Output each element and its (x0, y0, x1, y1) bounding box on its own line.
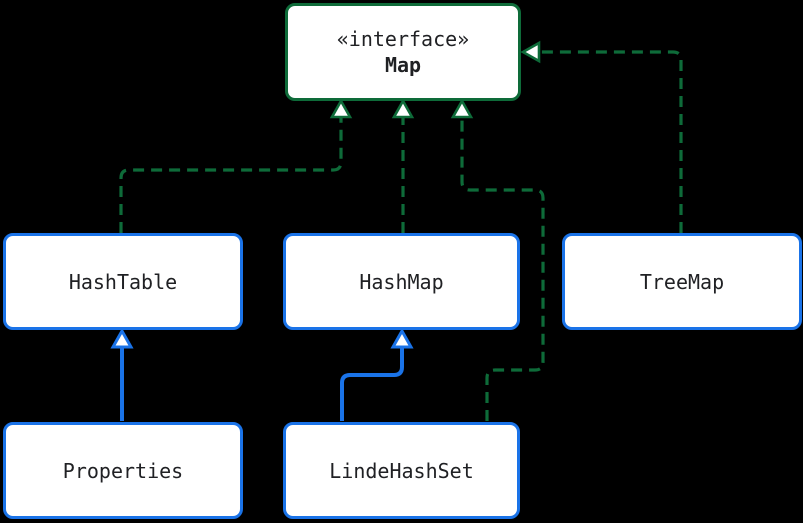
node-treemap: TreeMap (562, 233, 802, 330)
arrowhead-treemap-to-map (520, 40, 541, 64)
edge-treemap-to-map (540, 50, 683, 233)
edge-lindehashset-to-hashmap (340, 348, 404, 421)
interface-name-label: Map (384, 53, 422, 77)
node-label: LindeHashSet (329, 458, 474, 483)
arrowhead-hashtable-to-map (329, 98, 353, 119)
arrowhead-lindehashset-to-map (450, 98, 474, 119)
node-lindehashset: LindeHashSet (283, 422, 520, 519)
node-label: HashTable (68, 269, 178, 294)
interface-stereotype-label: «interface» (336, 27, 470, 51)
node-label: Properties (62, 458, 184, 483)
node-label: TreeMap (639, 269, 725, 294)
edge-hashtable-to-map (119, 118, 343, 233)
node-map-interface: «interface» Map (285, 3, 521, 101)
node-hashmap: HashMap (283, 233, 520, 330)
arrowhead-hashmap-to-map (391, 98, 415, 119)
edge-lindehashset-to-map (460, 118, 545, 421)
node-label: HashMap (359, 269, 444, 294)
arrowhead-properties-to-hashtable (110, 327, 134, 349)
node-properties: Properties (3, 422, 243, 519)
node-hashtable: HashTable (3, 233, 243, 330)
arrowhead-lindehashset-to-hashmap (390, 327, 414, 349)
